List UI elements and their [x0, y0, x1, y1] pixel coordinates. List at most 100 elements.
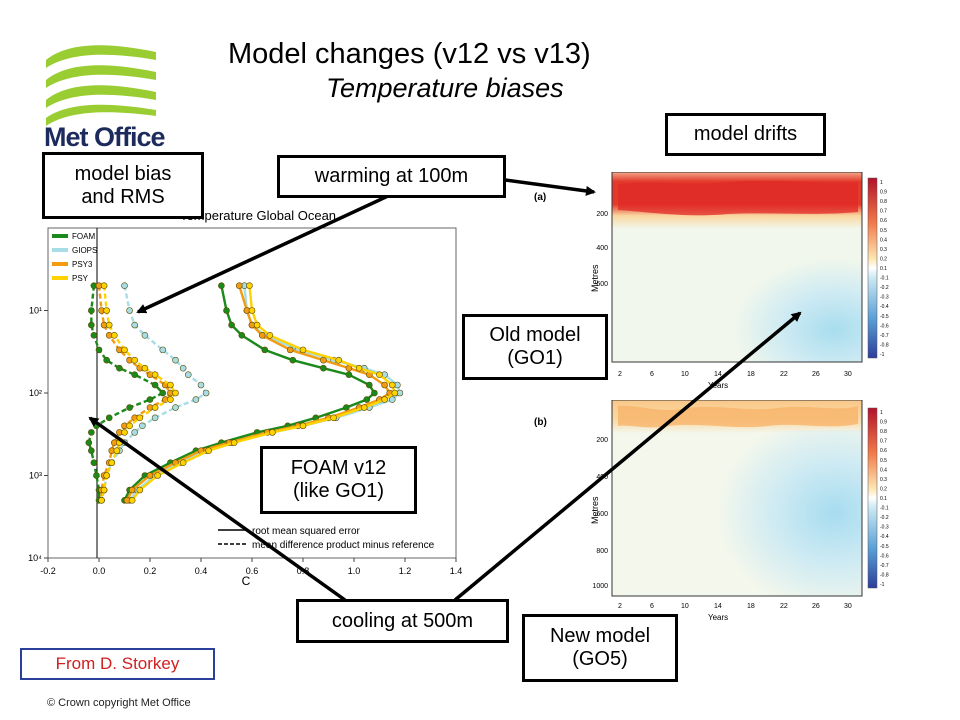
colorbar-tick-label: -0.7	[880, 333, 889, 339]
heatmap-cold-region-b	[668, 430, 862, 596]
series-line-foam-bias	[87, 285, 165, 501]
colorbar-tick-label: -0.1	[880, 276, 889, 282]
data-point	[360, 404, 368, 411]
callout-warming: warming at 100m	[277, 155, 506, 198]
data-point	[228, 321, 235, 329]
ytick-label: 200	[596, 211, 608, 218]
colorbar-tick-label: 1	[880, 180, 883, 186]
data-point	[184, 371, 192, 378]
data-point	[108, 459, 116, 467]
data-point	[103, 472, 110, 479]
data-point	[179, 364, 187, 372]
data-point	[159, 346, 167, 354]
data-point	[146, 396, 154, 403]
data-point	[388, 396, 396, 403]
data-point	[151, 414, 159, 422]
callout-cooling: cooling at 500m	[296, 599, 509, 643]
colorbar-b	[867, 407, 878, 589]
colorbar-tick-label: 0.4	[880, 237, 887, 243]
x-axis-label-b: Years	[708, 613, 728, 622]
colorbar-tick-label: -1	[880, 582, 885, 588]
xtick-label: 26	[812, 371, 820, 378]
data-point	[343, 404, 350, 411]
heatmap-a-xticks: 2 6 10 14 18 22 26 30	[618, 371, 852, 378]
data-point	[146, 472, 154, 479]
data-point	[151, 404, 159, 411]
y-axis-label-a: Metres	[590, 264, 600, 292]
data-point	[103, 307, 110, 314]
ytick-label: 1000	[592, 583, 608, 590]
colorbar-tick-label: 0.3	[880, 477, 887, 483]
colorbar-tick-label: -0.3	[880, 295, 889, 301]
data-point	[131, 371, 138, 378]
data-point	[371, 389, 378, 397]
panel-label-b: (b)	[534, 417, 547, 428]
callout-text: model drifts	[693, 123, 798, 145]
data-point	[330, 414, 337, 422]
x-tick-label: 0.8	[297, 566, 310, 576]
copyright-notice: © Crown copyright Met Office	[47, 697, 191, 709]
data-point	[128, 497, 136, 504]
data-point	[248, 307, 256, 314]
annotation-rmse: root mean squared error	[252, 526, 361, 537]
callout-text: cooling at 500m	[331, 609, 474, 632]
heatmap-cold-region-a	[678, 232, 862, 362]
x-tick-label: -0.2	[40, 566, 56, 576]
colorbar-tick-label: -0.4	[880, 304, 889, 310]
colorbar-tick-label: 0.2	[880, 256, 887, 262]
legend-label: PSY	[72, 274, 89, 283]
xtick-label: 18	[747, 371, 755, 378]
xtick-label: 30	[844, 603, 852, 610]
x-axis-label-a: Years	[708, 381, 728, 390]
x-tick-label: 0.2	[144, 566, 157, 576]
data-point	[179, 459, 187, 467]
colorbar-tick-label: 0.5	[880, 228, 887, 234]
page-title: Model changes (v12 vs v13)	[228, 38, 591, 70]
data-point	[192, 396, 200, 403]
data-point	[88, 321, 95, 329]
chart-annotations: root mean squared error mean difference …	[218, 526, 435, 551]
callout-text: and RMS	[81, 185, 165, 208]
colorbar-tick-label: 0.4	[880, 467, 887, 473]
colorbar-tick-label: 0.8	[880, 199, 887, 205]
data-point	[126, 404, 133, 411]
xtick-label: 14	[714, 371, 722, 378]
data-point	[320, 364, 327, 372]
ytick-label: 800	[596, 548, 608, 555]
x-tick-label: 0.4	[195, 566, 208, 576]
colorbar-tick-label: 0.5	[880, 458, 887, 464]
callout-text: FOAM v12	[290, 457, 387, 479]
data-point	[136, 414, 144, 422]
callout-text: (like GO1)	[292, 480, 385, 502]
xtick-label: 18	[747, 603, 755, 610]
data-point	[136, 486, 144, 494]
met-office-logo-icon	[46, 45, 156, 126]
data-point	[363, 396, 371, 403]
heatmap-b-xticks: 2 6 10 14 18 22 26 30	[618, 603, 852, 610]
data-point	[141, 332, 149, 339]
heatmap-a-yticks: 200 400 600	[596, 211, 608, 288]
callout-old-model: Old model (GO1)	[462, 314, 608, 380]
colorbar-tick-label: -0.3	[880, 525, 889, 531]
data-point	[376, 371, 383, 378]
x-tick-label: 1.0	[348, 566, 361, 576]
data-point	[100, 282, 108, 289]
data-point	[113, 447, 121, 454]
data-point	[197, 381, 205, 389]
data-point	[299, 346, 307, 354]
callout-text: (GO1)	[507, 347, 563, 369]
heatmap-new-model: (b) 200 400 600 800 1000 Metres 2 6 10 1…	[534, 400, 889, 622]
data-point	[335, 356, 343, 364]
ytick-label: 200	[596, 437, 608, 444]
data-point	[98, 497, 105, 504]
data-point	[116, 364, 123, 372]
data-point	[345, 371, 353, 378]
xtick-label: 30	[844, 371, 852, 378]
colorbar-tick-label: 0.3	[880, 247, 887, 253]
data-point	[93, 422, 100, 430]
data-point	[258, 332, 266, 339]
data-point	[85, 439, 93, 446]
data-point	[121, 429, 128, 436]
data-point	[218, 282, 225, 289]
colorbar-b-ticks: 10.90.80.70.60.50.40.30.20.1-0.1-0.2-0.3…	[880, 410, 889, 588]
